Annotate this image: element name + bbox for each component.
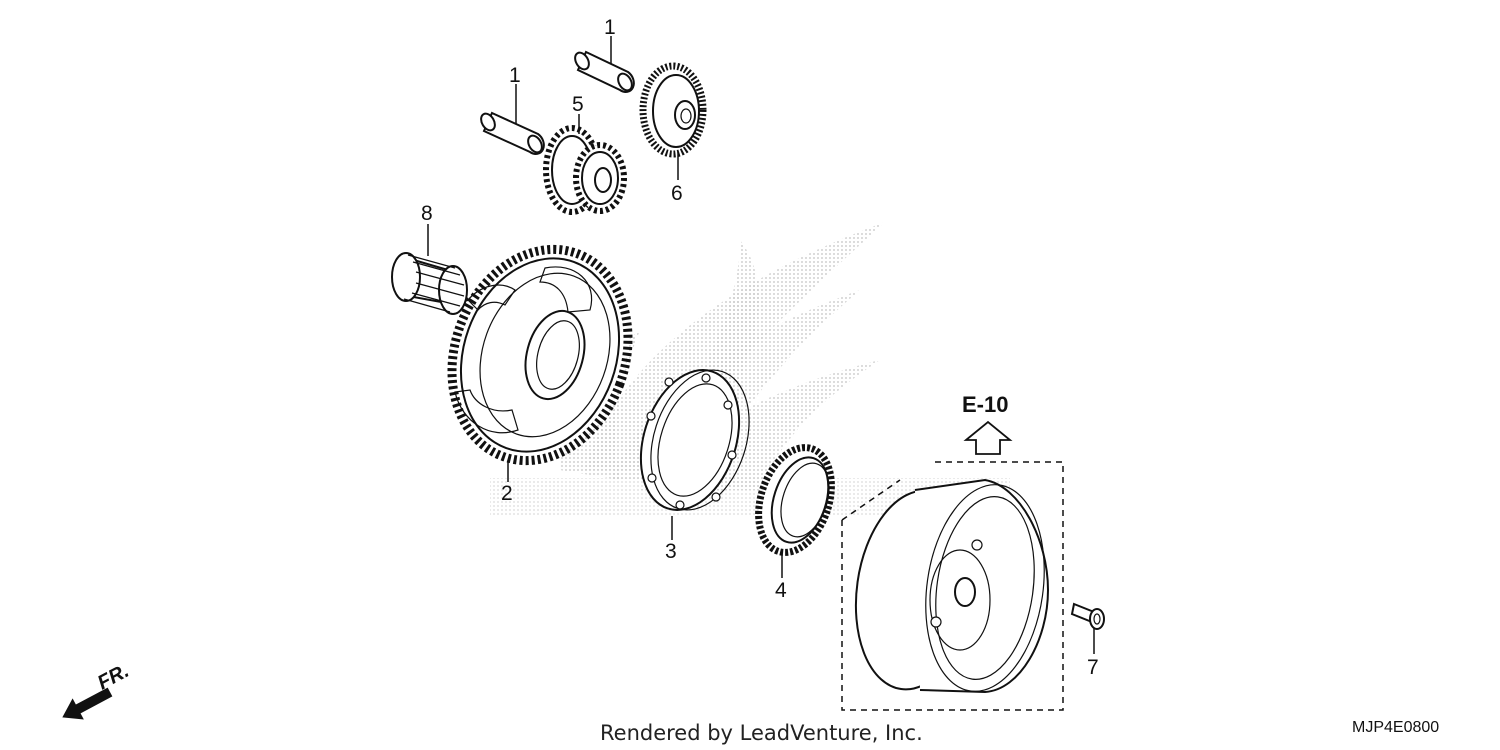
sprag-clutch <box>755 444 835 556</box>
reduction-gear <box>543 125 627 215</box>
flywheel-bolt <box>1070 602 1105 630</box>
callout-1-lower: 1 <box>509 64 521 87</box>
callout-2: 2 <box>501 482 513 505</box>
reference-label: E-10 <box>962 392 1008 417</box>
callout-7: 7 <box>1087 656 1099 679</box>
starter-driven-gear <box>447 244 633 466</box>
reference-arrow-icon <box>963 420 1013 455</box>
callout-5: 5 <box>572 93 584 116</box>
callout-1-upper: 1 <box>604 16 616 39</box>
needle-bearing <box>391 252 470 315</box>
callout-8: 8 <box>421 202 433 225</box>
callout-4: 4 <box>775 579 787 602</box>
front-direction-label: FR. <box>94 660 133 695</box>
flywheel-reference <box>841 461 1064 711</box>
rendered-by-credit: Rendered by LeadVenture, Inc. <box>600 721 923 745</box>
pin-lower <box>480 111 545 155</box>
idle-gear <box>639 62 707 158</box>
clutch-outer <box>639 369 750 511</box>
diagram-code: MJP4E0800 <box>1352 719 1439 736</box>
callout-3: 3 <box>665 540 677 563</box>
leader-lines <box>427 36 1095 654</box>
pin-upper <box>574 50 635 93</box>
front-direction-arrow-icon <box>62 687 113 720</box>
callout-6: 6 <box>671 182 683 205</box>
